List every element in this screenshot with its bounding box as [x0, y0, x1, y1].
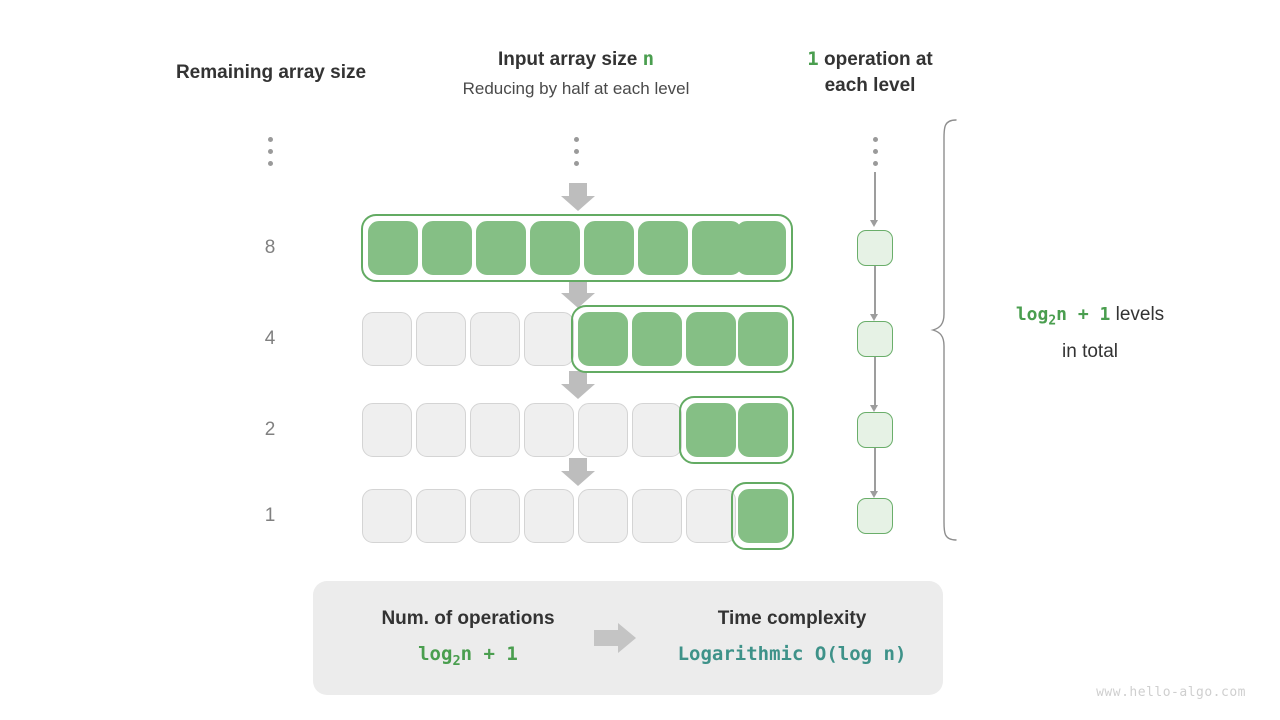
- levels-total-line2: in total: [1062, 340, 1118, 362]
- operation-cell-level-4: [857, 498, 893, 534]
- header-input-variable: n: [642, 48, 655, 70]
- levels-brace: [930, 118, 966, 547]
- op-flow-arrow-1: [870, 266, 879, 321]
- op-flow-arrow-2: [870, 357, 879, 412]
- array-cell: [416, 403, 466, 457]
- array-cell: [736, 221, 786, 275]
- array-cell: [470, 312, 520, 366]
- header-operations-line2: each level: [824, 75, 916, 96]
- array-cell: [578, 489, 628, 543]
- header-remaining-array-size: Remaining array size: [175, 62, 367, 83]
- array-cell: [738, 489, 788, 543]
- operation-cell-level-2: [857, 321, 893, 357]
- summary-arrow-icon: [594, 623, 642, 653]
- ellipsis-icon-right: [870, 137, 880, 173]
- watermark: www.hello-algo.com: [1096, 685, 1246, 700]
- levels-total-suffix: levels: [1110, 304, 1165, 325]
- highlight-box-level-1: [361, 214, 793, 282]
- split-arrow-icon-2: [561, 371, 595, 399]
- array-cell: [578, 403, 628, 457]
- header-input-array-size: Input array size n Reducing by half at e…: [420, 46, 732, 102]
- array-cell: [578, 312, 628, 366]
- array-cell: [362, 489, 412, 543]
- levels-total-line1: log2n + 1 levels: [975, 300, 1205, 337]
- array-cell: [362, 312, 412, 366]
- header-operations-per-level: 1 operation at each level: [770, 46, 970, 99]
- header-input-prefix: Input array size: [497, 49, 643, 70]
- array-row-level-3: [362, 396, 794, 464]
- highlight-box-level-3: [679, 396, 794, 464]
- array-cell: [524, 489, 574, 543]
- ellipsis-icon-left: [265, 137, 275, 173]
- array-cell: [422, 221, 472, 275]
- size-label-level-3: 2: [264, 419, 276, 440]
- array-row-level-2: [362, 305, 794, 373]
- array-row-level-1: [361, 214, 793, 282]
- highlight-box-level-2: [571, 305, 794, 373]
- op-flow-arrow-0: [870, 172, 879, 227]
- array-cell: [638, 221, 688, 275]
- array-cell: [686, 489, 736, 543]
- levels-total-expression: log2n + 1: [1015, 304, 1111, 329]
- array-cell: [470, 489, 520, 543]
- array-cell: [476, 221, 526, 275]
- summary-operations-title: Num. of operations: [381, 608, 555, 629]
- size-label-level-1: 8: [264, 237, 276, 258]
- summary-complexity-value: Logarithmic O(log n): [677, 643, 907, 665]
- header-operations-line1: 1 operation at: [770, 46, 970, 73]
- summary-operations-value: log2n + 1: [418, 643, 518, 669]
- array-cell: [686, 312, 736, 366]
- array-cell: [632, 312, 682, 366]
- array-cell: [368, 221, 418, 275]
- split-arrow-icon-1: [561, 280, 595, 308]
- summary-complexity-title: Time complexity: [717, 608, 867, 629]
- array-cell: [686, 403, 736, 457]
- summary-operations: Num. of operations log2n + 1: [343, 603, 593, 680]
- highlight-box-level-4: [731, 482, 794, 550]
- size-label-level-2: 4: [264, 328, 276, 349]
- summary-complexity: Time complexity Logarithmic O(log n): [661, 603, 923, 673]
- array-cell: [416, 489, 466, 543]
- header-operations-rest: operation at: [818, 49, 933, 70]
- header-operations-count: 1: [807, 48, 819, 70]
- array-cell: [530, 221, 580, 275]
- header-input-array-size-title: Input array size n: [420, 46, 732, 73]
- array-cell: [692, 221, 742, 275]
- array-cell: [738, 312, 788, 366]
- array-cell: [416, 312, 466, 366]
- header-input-subtitle: Reducing by half at each level: [462, 79, 690, 98]
- operation-cell-level-1: [857, 230, 893, 266]
- split-arrow-icon-3: [561, 458, 595, 486]
- array-cell: [632, 403, 682, 457]
- array-cell: [470, 403, 520, 457]
- levels-total-note: log2n + 1 levels in total: [975, 300, 1205, 367]
- ellipsis-icon-middle: [571, 137, 581, 173]
- split-arrow-icon-0: [561, 183, 595, 211]
- op-flow-arrow-3: [870, 448, 879, 503]
- array-cell: [524, 312, 574, 366]
- operation-cell-level-3: [857, 412, 893, 448]
- summary-panel: Num. of operations log2n + 1 Time comple…: [313, 581, 943, 695]
- array-row-level-4: [362, 482, 794, 550]
- array-cell: [738, 403, 788, 457]
- array-cell: [584, 221, 634, 275]
- array-cell: [362, 403, 412, 457]
- size-label-level-4: 1: [264, 505, 276, 526]
- array-cell: [524, 403, 574, 457]
- array-cell: [632, 489, 682, 543]
